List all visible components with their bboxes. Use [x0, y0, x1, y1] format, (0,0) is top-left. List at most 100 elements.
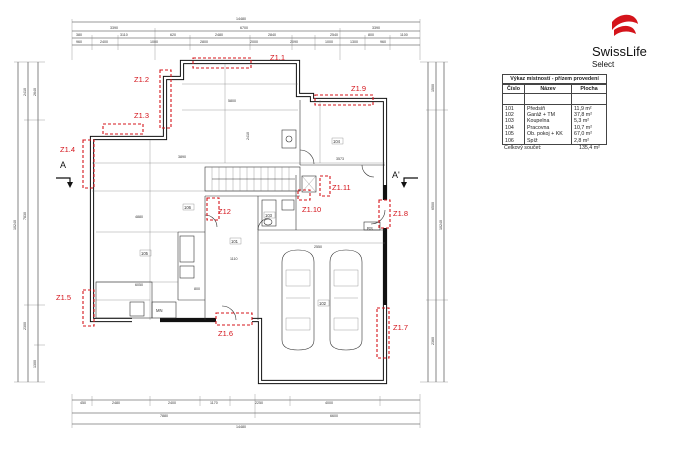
zone-tag-z1-9: Z1.9 [351, 84, 366, 93]
dim-top-3e: 2840 [268, 33, 276, 37]
dim-int-g: 1110 [230, 257, 237, 261]
dim-top-2a: 3390 [110, 26, 118, 30]
zone-box-z12 [206, 197, 220, 221]
dim-right-a: 1500 [431, 84, 435, 92]
dim-int-d: 6050 [135, 283, 143, 287]
stove-label: MN [156, 308, 163, 313]
dim-bottom-2e: 2250 [255, 401, 263, 405]
zone-box-z1-2 [159, 69, 172, 129]
dim-left-total: 10240 [13, 220, 17, 230]
dim-top-4b: 2400 [100, 40, 108, 44]
room-area-cell: 5,3 m² [571, 118, 607, 125]
zone-tag-z12: Z12 [218, 207, 231, 216]
room-schedule: Výkaz místností - přízem provedení Číslo… [502, 74, 607, 152]
dim-top-2c: 3390 [372, 26, 380, 30]
schedule-total: Celkový součet: 135,4 m² [502, 145, 607, 152]
schedule-header-name: Název [524, 84, 572, 95]
dim-right-total: 10240 [439, 220, 443, 230]
brand-name: SwissLife [592, 44, 647, 59]
interior-walls [177, 100, 385, 320]
table-row: 101 Předsíň 11,9 m² [502, 104, 607, 112]
schedule-total-label: Celkový součet: [504, 145, 542, 152]
dim-int-i: 2550 [314, 245, 322, 249]
dim-bottom-2d: 1170 [210, 401, 218, 405]
room-number-101: 101 [231, 239, 239, 244]
dim-top-4d: 2800 [200, 40, 208, 44]
room-number-105: 105 [141, 251, 149, 256]
dim-right-c: 2360 [431, 337, 435, 345]
garage-cars [281, 249, 363, 351]
dim-top-3g: 800 [368, 33, 374, 37]
dim-right-b: 6500 [431, 202, 435, 210]
zone-tag-z1-5: Z1.5 [56, 293, 71, 302]
zone-tag-z1-10: Z1.10 [302, 205, 321, 214]
room-area-cell: 10,7 m² [571, 124, 607, 131]
zone-box-z1-10 [297, 189, 311, 201]
dim-bottom-1a: 7880 [160, 414, 168, 418]
swisslife-swoosh-icon [612, 14, 638, 30]
dim-left-a: 2410 [23, 88, 27, 96]
room-name-cell: Předsíň [524, 104, 572, 112]
dim-left-c: 7830 [23, 212, 27, 220]
room-number-102: 102 [319, 301, 327, 306]
dim-left-e: 1300 [33, 360, 37, 368]
zone-box-z1-9 [314, 94, 374, 106]
room-area-cell: 67,0 m² [571, 130, 607, 138]
dim-int-h: 800 [194, 287, 200, 291]
car-icon [329, 249, 363, 351]
dim-top-3b: 3110 [120, 33, 128, 37]
zone-tag-z1-2: Z1.2 [134, 75, 149, 84]
right-dimensions: 10240 1500 6500 2360 [420, 61, 448, 383]
outer-walls [89, 59, 388, 385]
dim-top-3h: 1100 [400, 33, 408, 37]
dim-top-2b: 6700 [240, 26, 248, 30]
zone-box-z1-1 [192, 57, 252, 69]
stove-icon [151, 301, 177, 319]
dim-top-4h: 1300 [350, 40, 358, 44]
zone-box-z1-7 [376, 307, 390, 359]
dim-top-3c: 620 [170, 33, 176, 37]
dim-bottom-2c: 2400 [168, 401, 176, 405]
room-number-cell: 101 [502, 104, 525, 112]
construction-lines [92, 64, 385, 320]
zone-box-z1-8 [378, 199, 391, 229]
room-number-103: 103 [265, 213, 273, 218]
dim-bottom-2f: 4000 [325, 401, 333, 405]
zone-box-z1-6 [215, 312, 253, 326]
dim-bottom-2a: 450 [80, 401, 86, 405]
zone-tag-z1-7: Z1.7 [393, 323, 408, 332]
staircase [204, 166, 301, 192]
zone-markers: Z1.1 Z1.2 Z1.3 Z1.4 Z1.5 Z1.6 Z1.7 Z1.8 … [56, 53, 408, 359]
dim-int-e: 2410 [246, 132, 250, 140]
table-row: 104 Pracovna 10,7 m² [502, 124, 607, 131]
zone-box-z1-5 [82, 289, 95, 327]
dim-top-3d: 2480 [215, 33, 223, 37]
room-number-106: 106 [184, 205, 192, 210]
dim-top-4i: 960 [380, 40, 386, 44]
dim-top-3f: 2540 [330, 33, 338, 37]
schedule-header-area: Plocha [571, 84, 607, 95]
bottom-dimensions: 450 2480 2400 1170 2250 4000 7880 6600 1… [71, 394, 421, 429]
room-area-cell: 2,8 m² [571, 137, 607, 145]
room-area-cell: 11,9 m² [571, 104, 607, 112]
dim-int-b: 3890 [178, 155, 186, 159]
bath-label: RS [367, 226, 373, 231]
zone-tag-z1-8: Z1.8 [393, 209, 408, 218]
fixtures: MN RS [95, 129, 381, 319]
dim-int-f: 3573 [336, 157, 344, 161]
table-row: 105 Ob. pokoj + KK 67,0 m² [502, 130, 607, 138]
schedule-header-number: Číslo [502, 84, 525, 95]
brand-tagline: Select [592, 60, 615, 69]
top-dimensions: 14480 3390 6700 3390 380 3110 620 2480 2… [71, 17, 421, 60]
section-label-right: A' [392, 170, 400, 180]
schedule-header-row: Číslo Název Plocha [502, 84, 607, 95]
dim-top-4a: 960 [76, 40, 82, 44]
interior-dimensions: 5800 3890 4880 6050 2410 3573 1110 800 2… [135, 99, 344, 291]
cabinet-icon [281, 129, 297, 149]
room-area-cell: 37,8 m² [571, 111, 607, 119]
zone-box-z1-3 [102, 123, 144, 135]
dim-top-total: 14480 [236, 17, 246, 21]
room-name-cell: Spíž [524, 137, 572, 145]
room-numbers: 104 106 101 103 102 105 [139, 137, 344, 307]
dim-int-a: 5800 [228, 99, 236, 103]
